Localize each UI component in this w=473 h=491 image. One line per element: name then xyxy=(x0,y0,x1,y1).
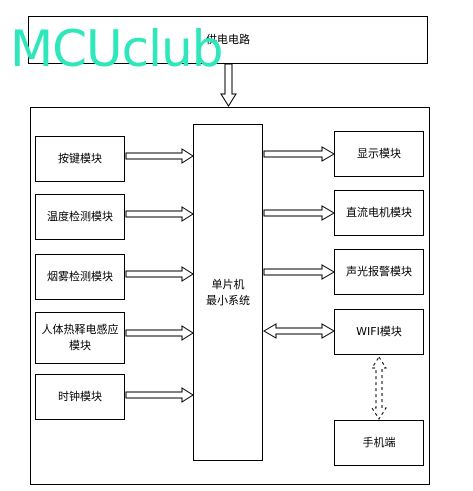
system-frame xyxy=(30,107,430,485)
input-module-clock: 时钟模块 xyxy=(35,374,125,420)
input-arrow xyxy=(125,206,194,222)
output-module-label: WIFI模块 xyxy=(356,325,402,339)
output-module-dc-motor: 直流电机模块 xyxy=(334,190,424,236)
input-arrow xyxy=(125,325,194,341)
supply-down-arrow xyxy=(220,63,237,107)
output-module-alarm: 声光报警模块 xyxy=(334,249,424,295)
output-arrow xyxy=(263,205,335,221)
input-arrow xyxy=(125,148,194,164)
input-module-label: 时钟模块 xyxy=(58,390,102,404)
input-module-label: 烟雾检测模块 xyxy=(47,270,113,284)
output-arrow xyxy=(263,264,335,280)
input-module-smoke: 烟雾检测模块 xyxy=(35,254,125,300)
wifi-phone-dashed-arrow xyxy=(371,356,387,420)
power-supply-label: 供电电路 xyxy=(206,33,250,47)
input-module-label: 按键模块 xyxy=(58,152,102,166)
input-module-pir: 人体热释电感应模块 xyxy=(35,312,125,364)
input-module-keys: 按键模块 xyxy=(35,136,125,182)
output-module-label: 直流电机模块 xyxy=(346,206,412,220)
output-module-display: 显示模块 xyxy=(334,131,424,177)
mcu-box: 单片机 最小系统 xyxy=(193,124,263,461)
output-module-label: 声光报警模块 xyxy=(346,265,412,279)
mcu-label-line-1: 单片机 xyxy=(211,277,245,291)
wifi-bidirectional-arrow xyxy=(263,323,335,339)
output-arrow xyxy=(263,146,335,162)
phone-label: 手机端 xyxy=(362,436,396,450)
phone-box: 手机端 xyxy=(334,420,424,466)
input-module-temperature: 温度检测模块 xyxy=(35,194,125,240)
input-arrow xyxy=(125,387,194,403)
power-supply-box: 供电电路 xyxy=(28,16,428,64)
mcu-label-line-2: 最小系统 xyxy=(206,293,250,307)
input-arrow xyxy=(125,266,194,282)
output-module-label: 显示模块 xyxy=(357,147,401,161)
output-module-wifi: WIFI模块 xyxy=(334,309,424,355)
input-module-label: 人体热释电感应模块 xyxy=(41,323,119,352)
input-module-label: 温度检测模块 xyxy=(47,210,113,224)
